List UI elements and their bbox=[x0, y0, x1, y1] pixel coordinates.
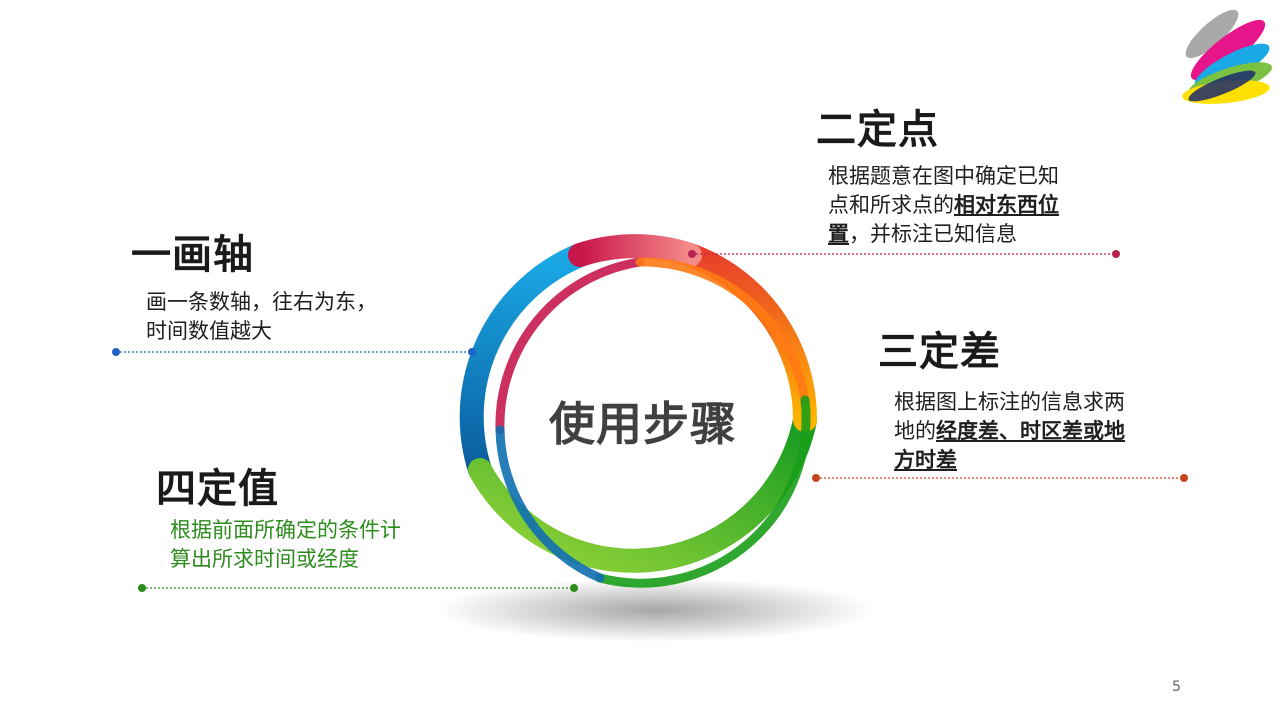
step3-line: 根据图上标注的信息求两 bbox=[894, 390, 1125, 414]
ring-segment-green bbox=[468, 408, 817, 573]
connector-dot bbox=[688, 250, 696, 258]
step1-description: 画一条数轴，往右为东， 时间数值越大 bbox=[146, 288, 436, 346]
step2-line: 根据题意在图中确定已知 bbox=[828, 164, 1059, 188]
ring-segment-blue bbox=[459, 243, 592, 482]
step2-line: 点和所求点的相对东西位 bbox=[828, 191, 1128, 220]
connector-dot bbox=[1112, 250, 1120, 258]
step1-title: 一画轴 bbox=[131, 232, 254, 278]
center-title: 使用步骤 bbox=[549, 397, 737, 451]
step4-title: 四定值 bbox=[156, 466, 279, 512]
step3-description: 根据图上标注的信息求两 地的经度差、时区差或地 方时差 bbox=[894, 388, 1194, 475]
step2-emphasis: 置 bbox=[828, 222, 849, 246]
step2-title: 二定点 bbox=[816, 107, 939, 153]
page-number: 5 bbox=[1172, 679, 1181, 695]
ring-shadow bbox=[435, 578, 875, 642]
connector-dot bbox=[1180, 474, 1188, 482]
step3-text: 地的 bbox=[894, 419, 936, 443]
corner-logo bbox=[1182, 9, 1273, 104]
step4-line: 根据前面所确定的条件计 bbox=[170, 518, 401, 542]
ring-inner-orange bbox=[635, 257, 810, 405]
connector-dot bbox=[138, 584, 146, 592]
step1-line: 时间数值越大 bbox=[146, 319, 272, 343]
step2-description: 根据题意在图中确定已知 点和所求点的相对东西位 置，并标注已知信息 bbox=[828, 162, 1128, 249]
ring-inner-red bbox=[495, 257, 645, 435]
step2-line: 置，并标注已知信息 bbox=[828, 220, 1128, 249]
step2-emphasis: 相对东西位 bbox=[954, 193, 1059, 217]
step4-line: 算出所求时间或经度 bbox=[170, 547, 359, 571]
ring-inner-green bbox=[595, 395, 811, 588]
step3-line: 地的经度差、时区差或地 bbox=[894, 417, 1194, 446]
step2-text: 点和所求点的 bbox=[828, 193, 954, 217]
connector-dot bbox=[468, 348, 476, 356]
connector-dot bbox=[570, 584, 578, 592]
connector-dot bbox=[812, 474, 820, 482]
step3-emphasis: 方时差 bbox=[894, 448, 957, 472]
step4-description: 根据前面所确定的条件计 算出所求时间或经度 bbox=[170, 516, 470, 574]
step1-line: 画一条数轴，往右为东， bbox=[146, 290, 377, 314]
step3-emphasis: 经度差、时区差或地 bbox=[936, 419, 1125, 443]
ring-segment-red bbox=[568, 234, 702, 267]
ring-inner-blue bbox=[495, 425, 605, 583]
connector-dot bbox=[112, 348, 120, 356]
step2-text: ，并标注已知信息 bbox=[849, 222, 1017, 246]
step3-title: 三定差 bbox=[878, 329, 1001, 375]
step3-line: 方时差 bbox=[894, 446, 1194, 475]
